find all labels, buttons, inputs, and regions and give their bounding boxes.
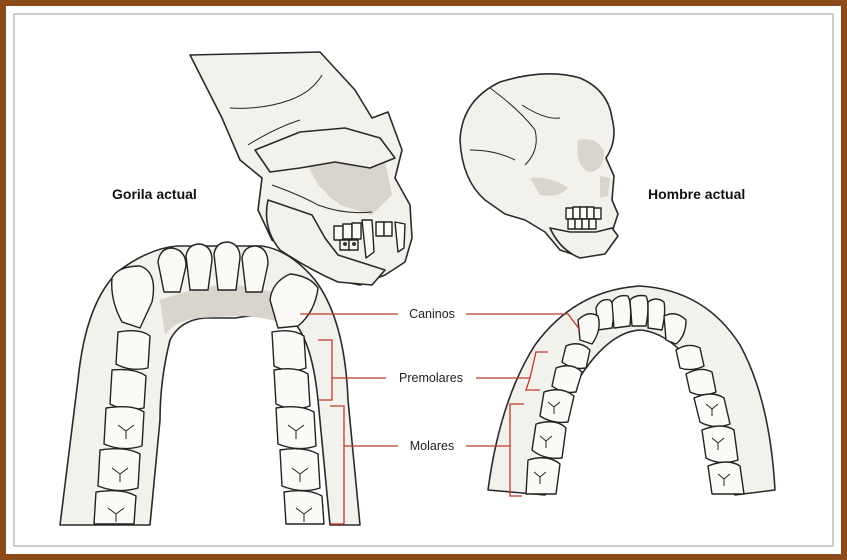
canines-label: Caninos — [409, 307, 455, 321]
human-skull — [460, 74, 618, 258]
gorilla-label: Gorila actual — [112, 186, 197, 202]
molars-label: Molares — [410, 439, 454, 453]
human-label: Hombre actual — [648, 186, 745, 202]
gorilla-dental-arch — [60, 242, 360, 525]
premolars-label: Premolares — [399, 371, 463, 385]
